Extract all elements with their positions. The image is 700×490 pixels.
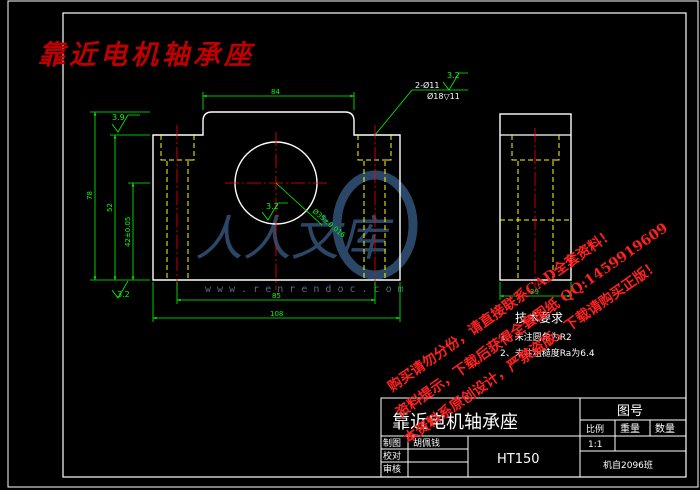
drawn-name: 胡佩钱 (413, 437, 440, 449)
part-name: 靠近电机轴承座 (392, 412, 518, 433)
drawing-no-label: 图号 (617, 404, 643, 419)
tech-item-2: 2、未注粗糙度Ra为6.4 (500, 347, 595, 359)
front-outline (152, 111, 401, 281)
tech-title: 技术要求 (515, 311, 563, 325)
title-block-text: 靠近电机轴承座 图号 比例 重量 数量 1:1 制图 校对 审核 胡佩钱 HT1… (383, 404, 675, 475)
dim-hole-spacing: 85 (272, 292, 281, 300)
weight-label: 重量 (620, 422, 640, 435)
dim-roughness-bottom: 3.2 (117, 290, 130, 299)
scale-value: 1:1 (588, 440, 602, 450)
dim-side-width: 39 (530, 288, 539, 296)
dim-top-width: 84 (271, 88, 280, 96)
tech-item-1: 1、未注圆角为R2 (500, 331, 572, 343)
material: HT150 (497, 452, 540, 467)
dim-roughness-top: 3.2 (447, 71, 460, 80)
front-dimensions (90, 72, 468, 322)
hidden-holes (160, 135, 392, 280)
watermark-logo: 人人文库 w w w . r e n r e n d o c . c o m (195, 170, 418, 295)
side-view: 39 (499, 113, 572, 300)
stamp-line-2: 资料提示，下载后获得全套图纸 QQ:1459919609 (393, 219, 671, 421)
dim-hole-callout-1: 2-Ø11 (415, 80, 439, 90)
watermark-url: w w w . r e n r e n d o c . c o m (205, 284, 404, 295)
school: 机自2096班 (603, 459, 653, 471)
dim-hole-callout-2: Ø18▽11 (427, 91, 460, 101)
checked-label: 校对 (383, 450, 401, 462)
side-outline (499, 113, 572, 281)
outer-frame (7, 0, 699, 488)
dim-total-width: 108 (270, 310, 283, 318)
inner-frame (62, 12, 687, 478)
scale-label: 比例 (586, 423, 604, 435)
dim-roughness-left: 3.9 (112, 113, 125, 122)
drawn-label: 制图 (383, 437, 401, 449)
review-label: 审核 (383, 463, 401, 475)
dim-height-mid: 52 (106, 203, 114, 212)
dim-height-center: 42±0.05 (124, 217, 132, 247)
title-block (380, 397, 687, 478)
qty-label: 数量 (655, 422, 675, 435)
dim-height-total: 78 (86, 191, 94, 200)
watermark-title: 靠近电机轴承座 (38, 40, 256, 71)
front-view (152, 111, 401, 290)
dim-roughness-bore: 3.2 (266, 202, 279, 211)
tech-requirements: 技术要求 1、未注圆角为R2 2、未注粗糙度Ra为6.4 (500, 311, 595, 359)
